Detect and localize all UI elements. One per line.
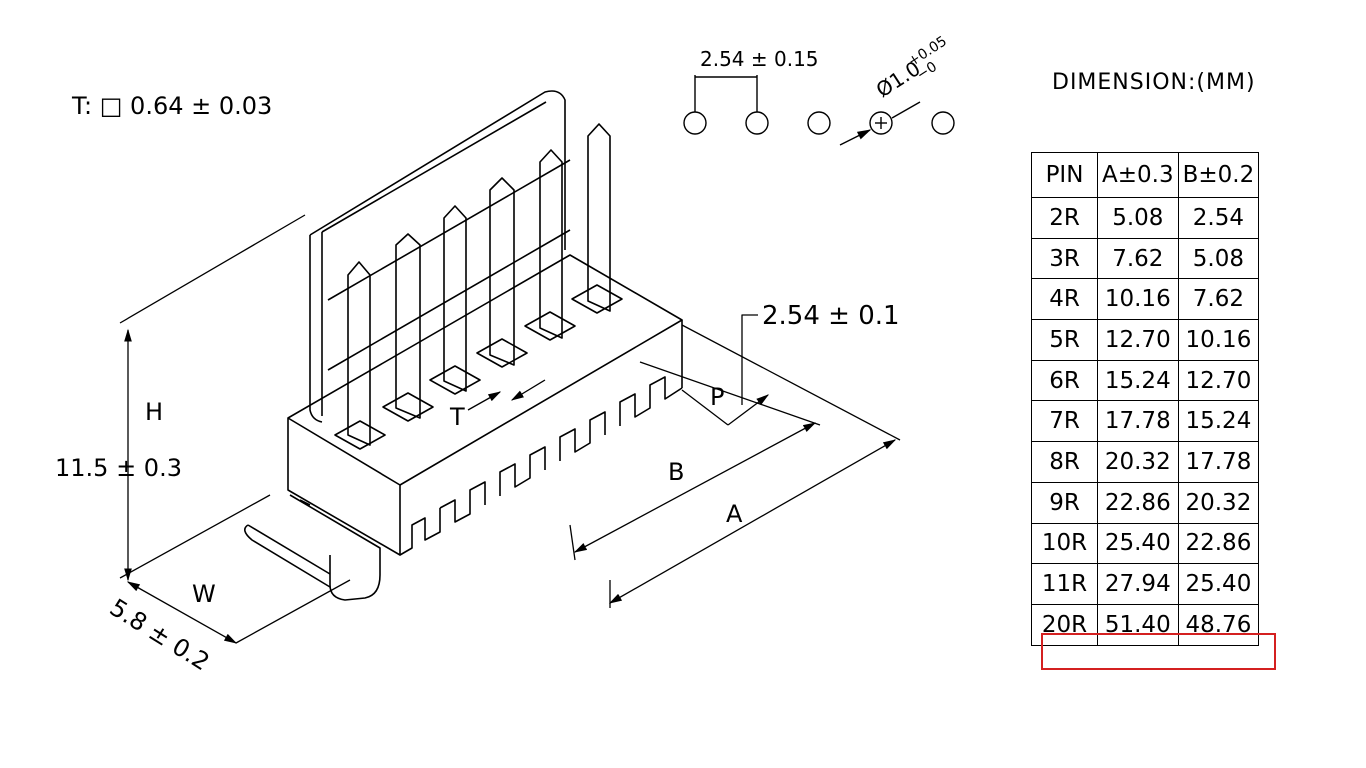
cell-a: 12.70 bbox=[1097, 319, 1179, 361]
cell-pin: 4R bbox=[1031, 278, 1098, 321]
cell-pin: 3R bbox=[1031, 237, 1098, 280]
cell-b: 15.24 bbox=[1177, 400, 1260, 443]
cell-a: 22.86 bbox=[1097, 481, 1179, 524]
cell-a: 27.94 bbox=[1097, 563, 1179, 605]
cell-b: 10.16 bbox=[1177, 319, 1260, 361]
label-h: H bbox=[145, 398, 163, 426]
header-b: B±0.2 bbox=[1177, 152, 1260, 198]
label-t: T bbox=[449, 403, 465, 431]
label-b: B bbox=[668, 458, 684, 486]
cell-a: 17.78 bbox=[1097, 400, 1179, 443]
height-value-label: 11.5 ± 0.3 bbox=[55, 454, 182, 482]
cell-pin: 2R bbox=[1031, 197, 1098, 239]
pitch-side-label: 2.54 ± 0.1 bbox=[762, 301, 900, 331]
header-a: A±0.3 bbox=[1097, 152, 1179, 198]
tolerance-t-label: T: □ 0.64 ± 0.03 bbox=[71, 92, 272, 120]
cell-pin: 7R bbox=[1031, 400, 1098, 443]
header-pin: PIN bbox=[1031, 152, 1098, 198]
cell-a: 7.62 bbox=[1097, 237, 1179, 280]
cell-pin: 8R bbox=[1031, 441, 1098, 483]
cell-pin: 5R bbox=[1031, 319, 1098, 361]
label-w: W bbox=[192, 580, 216, 608]
cell-pin: 11R bbox=[1031, 563, 1098, 605]
label-a: A bbox=[726, 500, 743, 528]
dimension-table-title: DIMENSION:(MM) bbox=[1052, 70, 1256, 95]
cell-pin: 10R bbox=[1031, 522, 1098, 565]
cell-pin: 6R bbox=[1031, 359, 1098, 402]
back-plate bbox=[309, 90, 571, 423]
cell-b: 7.62 bbox=[1177, 278, 1260, 321]
table-header-row: PIN A±0.3 B±0.2 bbox=[1031, 152, 1260, 198]
cell-b: 12.70 bbox=[1177, 359, 1260, 402]
highlight-box bbox=[1041, 633, 1276, 670]
cell-b: 5.08 bbox=[1177, 237, 1260, 280]
cell-b: 2.54 bbox=[1177, 197, 1260, 239]
cell-b: 20.32 bbox=[1177, 481, 1260, 524]
pins bbox=[334, 123, 623, 450]
pitch-top-label: 2.54 ± 0.15 bbox=[700, 47, 819, 71]
label-p: P bbox=[710, 383, 724, 411]
cell-b: 25.40 bbox=[1177, 563, 1260, 605]
hole-pattern bbox=[683, 75, 955, 146]
cell-b: 22.86 bbox=[1177, 522, 1260, 565]
cell-a: 25.40 bbox=[1097, 522, 1179, 565]
cell-b: 17.78 bbox=[1177, 441, 1260, 483]
cell-a: 15.24 bbox=[1097, 359, 1179, 402]
dimension-lines bbox=[119, 214, 901, 644]
cell-pin: 9R bbox=[1031, 481, 1098, 524]
cell-a: 10.16 bbox=[1097, 278, 1179, 321]
cell-a: 5.08 bbox=[1097, 197, 1179, 239]
cell-a: 20.32 bbox=[1097, 441, 1179, 483]
